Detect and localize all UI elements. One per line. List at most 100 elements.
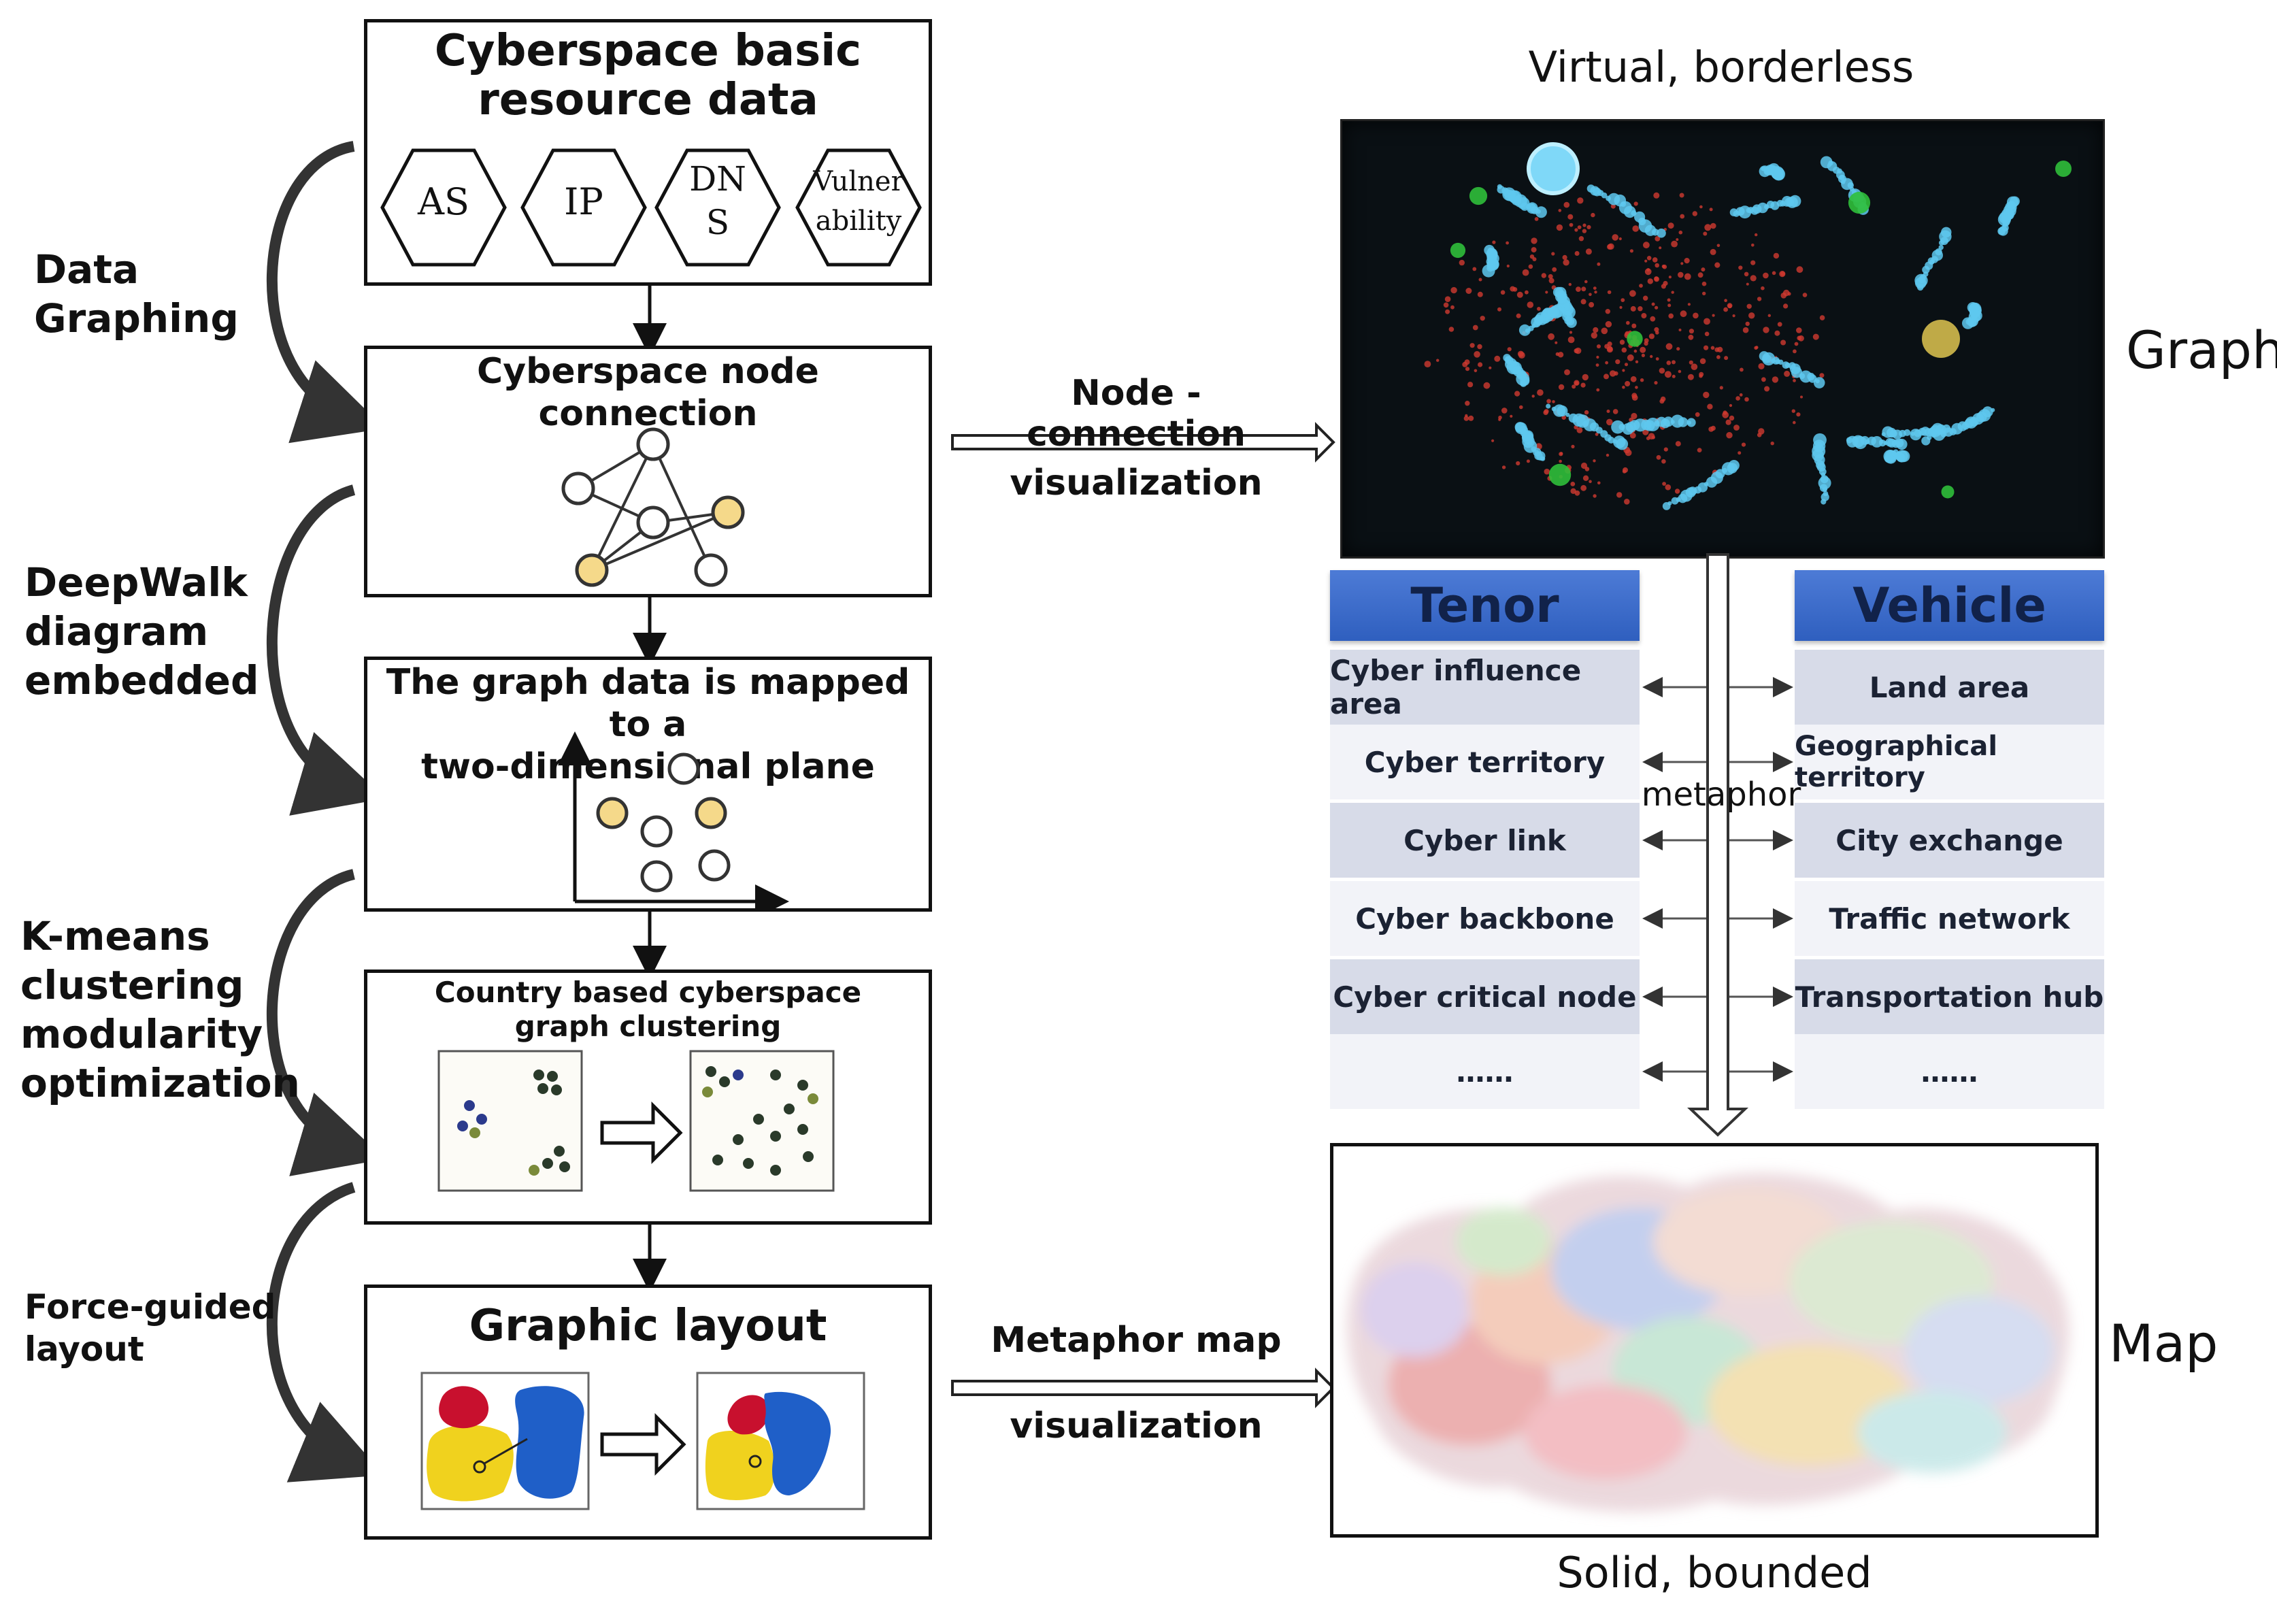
ip-hexagon: [520, 148, 647, 267]
embedding-box: The graph data is mapped to a two-dimens…: [364, 657, 932, 912]
graph-node: [1633, 349, 1638, 353]
graph-node: [1619, 339, 1625, 345]
vehicle-row: Transportation hub: [1795, 959, 2104, 1034]
graph-node: [1478, 362, 1483, 367]
graph-node: [1678, 329, 1682, 331]
graph-node: [1591, 332, 1597, 339]
graph-node: [1703, 345, 1709, 350]
graph-node: [1704, 331, 1710, 337]
graph-node: [1667, 298, 1671, 302]
graph-node: [1567, 214, 1574, 220]
graph-node: [1578, 236, 1584, 242]
graph-node: [1582, 229, 1587, 233]
graph-node: [1596, 355, 1599, 359]
graphic-layout-title: Graphic layout: [469, 1301, 827, 1351]
graph-node: [1593, 286, 1597, 290]
graph-node: [1761, 166, 1765, 171]
graph-node: [1643, 295, 1648, 301]
graph-node: [1662, 502, 1671, 510]
graph-node: [1638, 306, 1643, 312]
clustering-title: Country based cyberspace graph clusterin…: [434, 976, 862, 1043]
graph-node: [1557, 352, 1564, 358]
graph-node: [1562, 254, 1567, 260]
graph-node: [1459, 259, 1465, 266]
graph-node: [1474, 351, 1480, 358]
graph-node: [1678, 369, 1682, 374]
graph-node: [1815, 379, 1820, 384]
graph-node: [1527, 301, 1534, 308]
graph-node: [1603, 374, 1609, 380]
graph-node: [1674, 488, 1680, 494]
graph-node: [1468, 415, 1474, 421]
network-graph-image: [1340, 119, 2105, 559]
graph-node: [1618, 237, 1622, 241]
graph-node: [1819, 373, 1825, 378]
graph-node: [1582, 475, 1589, 481]
graph-node: [1606, 418, 1613, 426]
graph-node: [1659, 246, 1662, 250]
graph-node: [1688, 334, 1694, 340]
resource-data-title: Cyberspace basic resource data: [434, 26, 862, 125]
graph-node: [1537, 307, 1541, 311]
graph-node: [1710, 248, 1716, 255]
graph-node: [1770, 442, 1774, 446]
graph-node: [1516, 291, 1523, 298]
step-label-deepwalk: DeepWalk diagram embedded: [24, 559, 259, 703]
graph-node: [1699, 358, 1706, 365]
graph-node: [1605, 361, 1608, 365]
graph-node: [1644, 259, 1648, 263]
graph-node: [1469, 186, 1488, 205]
graph-node: [1519, 405, 1523, 410]
graph-node: [1702, 291, 1706, 296]
graph-node: [1661, 459, 1666, 464]
graph-node: [1793, 420, 1796, 425]
graph-node: [1938, 245, 1944, 250]
graph-node: [1671, 497, 1679, 505]
graph-node: [1450, 305, 1455, 310]
graph-node: [1689, 329, 1694, 334]
graph-node: [1531, 247, 1537, 253]
graph-node: [1506, 264, 1510, 268]
graph-node: [1675, 441, 1681, 447]
graph-node: [1699, 205, 1703, 209]
graph-node: [1697, 448, 1702, 452]
graph-node: [1633, 201, 1638, 206]
graph-node: [1484, 244, 1495, 256]
graph-node: [1725, 419, 1731, 425]
graph-node: [1544, 468, 1550, 475]
graph-node: [1655, 236, 1661, 242]
graph-node: [1580, 484, 1587, 491]
graph-node: [1626, 320, 1630, 325]
graph-node: [1796, 266, 1804, 274]
graph-node: [1467, 382, 1474, 388]
graph-node: [1729, 403, 1733, 408]
graph-node: [1710, 222, 1716, 229]
graph-node: [1692, 211, 1697, 216]
graph-node: [1646, 268, 1650, 272]
graph-node: [1672, 360, 1676, 365]
graph-node: [1492, 240, 1496, 244]
dns-hexagon: [654, 148, 781, 267]
graph-node: [1551, 303, 1565, 318]
graph-node: [1576, 427, 1583, 433]
graph-node: [1764, 386, 1770, 392]
graph-node: [1783, 303, 1789, 309]
graph-node: [1652, 257, 1658, 263]
graph-node: [1565, 412, 1570, 417]
graph-node: [1735, 396, 1740, 401]
graph-node: [1629, 290, 1636, 297]
step-label-data-graphing: Data Graphing: [34, 246, 239, 342]
graph-node: [1819, 315, 1825, 320]
clustering-sketch: [437, 1050, 835, 1192]
node-connection-arrow: [951, 422, 1335, 463]
graph-node: [1501, 408, 1508, 414]
graph-node: [1655, 331, 1659, 335]
graph-node: [1563, 259, 1569, 266]
graph-node: [1758, 363, 1765, 369]
graph-node: [1631, 393, 1638, 399]
graph-node: [1611, 420, 1625, 434]
graph-node: [1465, 401, 1470, 406]
graph-node: [1754, 346, 1758, 350]
graph-node: [1616, 492, 1623, 498]
graph-node: [1710, 346, 1715, 350]
